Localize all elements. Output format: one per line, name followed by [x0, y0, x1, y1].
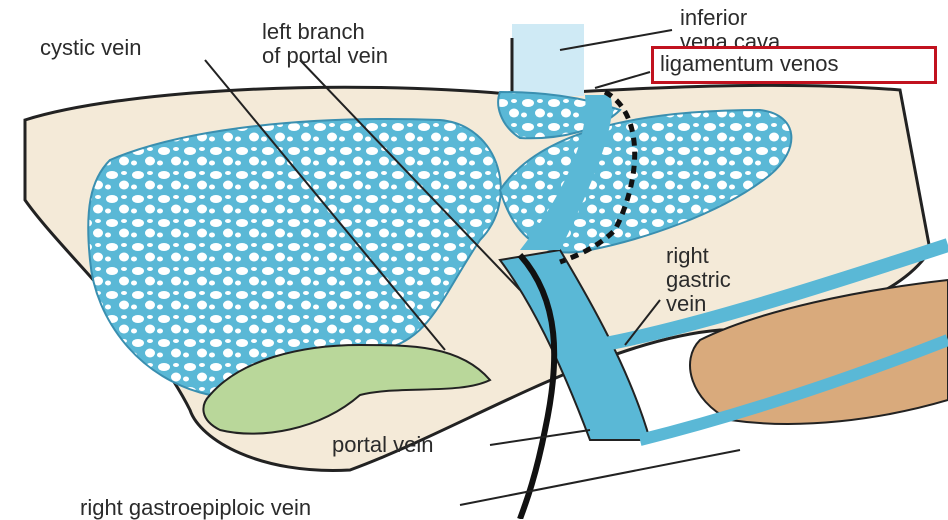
- label-ligamentum-venosum: ligamentum venos: [660, 52, 839, 76]
- label-portal-vein: portal vein: [332, 433, 434, 457]
- inferior-vena-cava-shape: [512, 24, 584, 96]
- leader-ligamentum: [595, 72, 650, 88]
- label-left-branch-portal-vein: left branch of portal vein: [262, 20, 388, 68]
- label-right-gastric-line1: right: [666, 244, 731, 268]
- label-left-branch-line2: of portal vein: [262, 44, 388, 68]
- label-ivc-line1: inferior: [680, 6, 780, 30]
- label-right-gastric-line3: vein: [666, 292, 731, 316]
- label-right-gastroepiploic-vein: right gastroepiploic vein: [80, 496, 311, 520]
- leader-rge: [460, 450, 740, 505]
- label-right-gastric-line2: gastric: [666, 268, 731, 292]
- label-cystic-vein: cystic vein: [40, 36, 141, 60]
- label-left-branch-line1: left branch: [262, 20, 388, 44]
- label-right-gastric-vein: right gastric vein: [666, 244, 731, 316]
